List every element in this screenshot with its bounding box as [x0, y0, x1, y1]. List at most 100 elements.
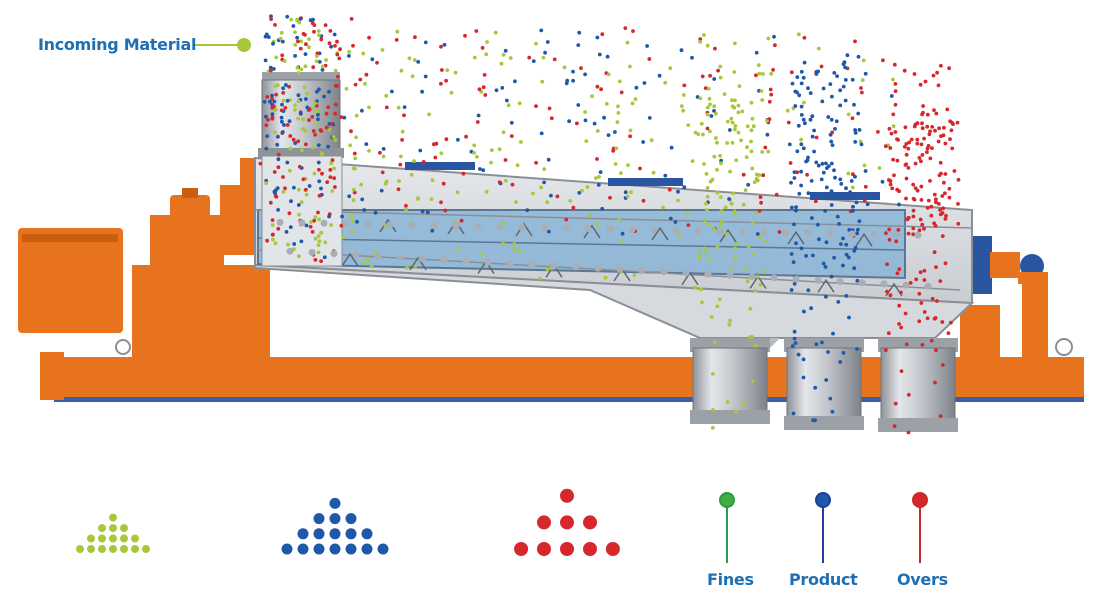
screen-particle — [347, 49, 352, 54]
product-particle — [847, 315, 851, 320]
fines-particle — [545, 267, 550, 272]
fines-particle — [562, 65, 567, 70]
fines-node — [719, 492, 735, 508]
screen-particle — [600, 32, 605, 37]
screen-ball — [462, 257, 470, 265]
fines-particle — [712, 104, 717, 109]
product-particle — [797, 191, 802, 196]
screen-particle — [416, 60, 421, 64]
overs-particle — [893, 401, 898, 406]
overs-particle — [915, 137, 920, 142]
overs-particle — [906, 216, 911, 220]
screen-particle — [682, 83, 687, 88]
fines-particle — [720, 219, 724, 224]
fines-particle — [736, 130, 741, 135]
screen-ball — [704, 270, 712, 278]
screen-particle — [396, 105, 401, 110]
product-particle — [847, 228, 852, 232]
overs-particle — [925, 206, 930, 210]
fines-particle — [405, 266, 409, 270]
screen-particle — [623, 190, 628, 195]
product-particle — [792, 336, 797, 341]
screen-particle — [605, 54, 610, 59]
fines-particle — [696, 132, 701, 137]
screen-particle — [863, 184, 868, 189]
screen-ball — [638, 267, 646, 275]
inlet-particle — [308, 224, 313, 229]
incoming-particle — [293, 43, 298, 47]
screen-ball — [836, 278, 844, 285]
screen-particle — [445, 68, 450, 73]
screen-particle — [630, 101, 635, 106]
overs-particle — [935, 70, 939, 75]
fines-pile-dot — [87, 545, 95, 553]
product-particle — [804, 254, 808, 258]
incoming-particle — [317, 60, 322, 64]
overs-particle — [922, 310, 927, 314]
screen-particle — [412, 159, 416, 164]
inlet-particle — [281, 98, 286, 103]
screen-particle — [765, 132, 770, 137]
screen-particle — [420, 209, 425, 214]
fines-particle — [704, 201, 708, 206]
fines-particle — [697, 255, 702, 260]
product-particle — [832, 168, 836, 173]
product-particle — [849, 179, 854, 183]
fines-particle — [737, 84, 742, 88]
product-particle — [854, 200, 859, 205]
screen-particle — [402, 105, 407, 109]
screen-particle — [525, 208, 530, 213]
screen-ball — [430, 222, 438, 229]
overs-particle — [917, 156, 922, 160]
screen-particle — [786, 120, 791, 125]
overs-particle — [917, 319, 922, 324]
fines-particle — [568, 199, 573, 203]
overs-particle — [934, 200, 938, 205]
overs-pile-dot — [583, 542, 597, 556]
fines-particle — [718, 64, 723, 69]
overs-particle — [911, 232, 916, 237]
product-particle — [811, 418, 815, 423]
incoming-particle — [311, 65, 316, 70]
incoming-particle — [278, 36, 283, 41]
product-particle — [799, 113, 804, 117]
product-particle — [837, 222, 841, 226]
inlet-particle — [327, 89, 331, 94]
overs-particle — [929, 213, 934, 218]
fines-particle — [617, 218, 621, 223]
overs-particle — [932, 192, 937, 197]
overs-particle — [920, 343, 925, 347]
product-particle — [833, 192, 837, 197]
screen-particle — [727, 197, 731, 201]
screen-particle — [583, 118, 588, 123]
fines-particle — [651, 170, 656, 175]
product-particle — [828, 132, 833, 137]
screen-particle — [777, 230, 782, 234]
overs-particle — [930, 296, 935, 301]
fines-particle — [704, 172, 709, 176]
screen-particle — [442, 42, 447, 47]
screen-particle — [547, 106, 552, 111]
overs-particle — [920, 121, 924, 126]
fines-particle — [729, 201, 734, 206]
fines-particle — [699, 121, 704, 126]
incoming-particle — [280, 53, 285, 58]
screen-particle — [625, 40, 630, 45]
screen-particle — [337, 56, 342, 61]
inlet-particle — [282, 123, 286, 127]
fines-particle — [755, 178, 760, 183]
fines-particle — [756, 63, 761, 67]
fines-particle — [361, 261, 366, 265]
product-particle — [829, 161, 834, 166]
screen-particle — [631, 29, 635, 33]
fines-particle — [699, 287, 704, 292]
screen-particle — [799, 137, 803, 142]
overs-particle — [938, 279, 943, 283]
incoming-particle — [293, 54, 297, 58]
screen-particle — [440, 68, 444, 72]
overs-particle — [899, 325, 904, 330]
product-particle — [832, 255, 836, 260]
fines-particle — [472, 143, 477, 148]
screen-ball — [550, 262, 558, 270]
